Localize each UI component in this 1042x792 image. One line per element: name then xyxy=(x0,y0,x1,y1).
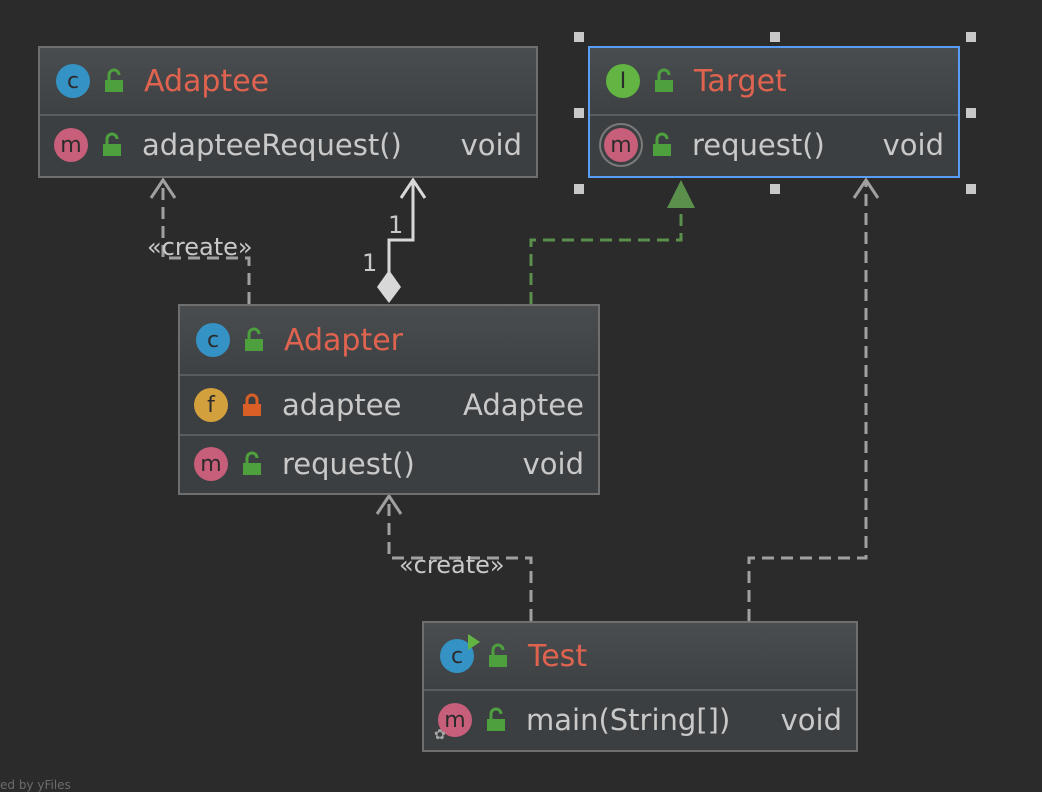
edge-test-creates-adapter[interactable]: «create» xyxy=(375,493,533,621)
class-icon: c xyxy=(56,64,90,98)
member-row[interactable]: f adaptee Adaptee xyxy=(180,376,598,434)
class-header: I Target xyxy=(590,48,958,116)
class-kind-letter: c xyxy=(450,643,464,669)
open-arrowhead xyxy=(852,177,880,199)
interface-icon: I xyxy=(606,64,640,98)
class-node-adaptee[interactable]: c Adaptee m adapteeRequest() void xyxy=(38,46,538,178)
target-multiplicity: 1 xyxy=(388,211,403,239)
field-icon: f xyxy=(194,388,228,422)
class-node-test[interactable]: c Test m ✿ main(String[]) void xyxy=(422,621,858,752)
resize-handle-bottom-right[interactable] xyxy=(966,184,976,194)
public-lock-icon xyxy=(105,68,123,92)
member-row[interactable]: m adapteeRequest() void xyxy=(40,116,536,174)
yfiles-watermark: ed by yFiles xyxy=(0,778,71,792)
member-type: void xyxy=(780,703,842,737)
open-arrowhead xyxy=(149,177,177,199)
public-lock-icon xyxy=(243,451,261,475)
association-line xyxy=(387,182,415,274)
member-name: request() xyxy=(692,128,825,162)
resize-handle-right[interactable] xyxy=(966,108,976,118)
runnable-class-icon: c xyxy=(440,634,480,673)
public-lock-icon xyxy=(655,68,673,92)
edge-adapter-creates-adaptee[interactable]: «create» xyxy=(147,177,253,304)
class-title: Adapter xyxy=(284,322,404,358)
resize-handle-bottom-left[interactable] xyxy=(574,184,584,194)
class-node-adapter[interactable]: c Adapter f adaptee Adaptee m request() … xyxy=(178,304,600,495)
member-type: void xyxy=(882,128,944,162)
class-header: c Adapter xyxy=(180,306,598,376)
open-arrowhead xyxy=(399,177,427,199)
member-type: Adaptee xyxy=(463,388,584,422)
dependency-line xyxy=(161,182,251,304)
public-lock-icon xyxy=(103,132,121,156)
member-type: void xyxy=(460,128,522,162)
member-type: void xyxy=(522,447,584,481)
method-icon: m xyxy=(54,128,88,162)
member-name: request() xyxy=(282,447,415,481)
edge-label-create: «create» xyxy=(147,233,253,261)
resize-handle-top-left[interactable] xyxy=(574,32,584,42)
interface-node-target[interactable]: I Target m request() void xyxy=(588,46,960,178)
resize-handle-top-right[interactable] xyxy=(966,32,976,42)
class-header: c Adaptee xyxy=(40,48,536,116)
private-lock-icon xyxy=(243,393,261,416)
method-icon: m xyxy=(194,447,228,481)
member-name: adapteeRequest() xyxy=(142,128,402,162)
member-name: main(String[]) xyxy=(526,703,731,737)
public-lock-icon xyxy=(245,327,263,351)
aggregation-diamond-icon xyxy=(377,270,401,303)
class-title: Target xyxy=(694,63,787,99)
edge-test-to-target[interactable] xyxy=(747,177,880,621)
method-kind-letter: m xyxy=(444,707,466,733)
resize-handle-left[interactable] xyxy=(574,108,584,118)
class-header: c Test xyxy=(424,623,856,691)
member-name: adaptee xyxy=(282,388,402,422)
edge-adapter-aggregates-adaptee[interactable]: 1 1 xyxy=(362,177,427,303)
member-row[interactable]: m ✿ main(String[]) void xyxy=(424,691,856,749)
class-title: Adaptee xyxy=(144,63,270,99)
edge-adapter-realizes-target[interactable] xyxy=(529,180,695,304)
member-row[interactable]: m request() void xyxy=(180,434,598,492)
realization-line xyxy=(529,208,683,304)
member-row[interactable]: m request() void xyxy=(590,116,958,174)
class-title: Test xyxy=(528,638,588,674)
resize-handle-bottom[interactable] xyxy=(770,184,780,194)
abstract-method-icon: m xyxy=(604,128,638,162)
open-arrowhead xyxy=(375,493,403,515)
public-lock-icon xyxy=(487,707,505,731)
run-icon xyxy=(468,634,480,650)
static-method-icon: m ✿ xyxy=(434,703,472,743)
class-icon: c xyxy=(196,323,230,357)
source-multiplicity: 1 xyxy=(362,249,377,277)
static-gear-icon: ✿ xyxy=(434,727,446,743)
public-lock-icon xyxy=(489,643,507,667)
realization-arrowhead-icon xyxy=(667,180,695,208)
edge-label-create: «create» xyxy=(399,551,505,579)
resize-handle-top[interactable] xyxy=(770,32,780,42)
dependency-line xyxy=(387,498,533,621)
dependency-line xyxy=(747,182,868,621)
public-lock-icon xyxy=(653,132,671,156)
